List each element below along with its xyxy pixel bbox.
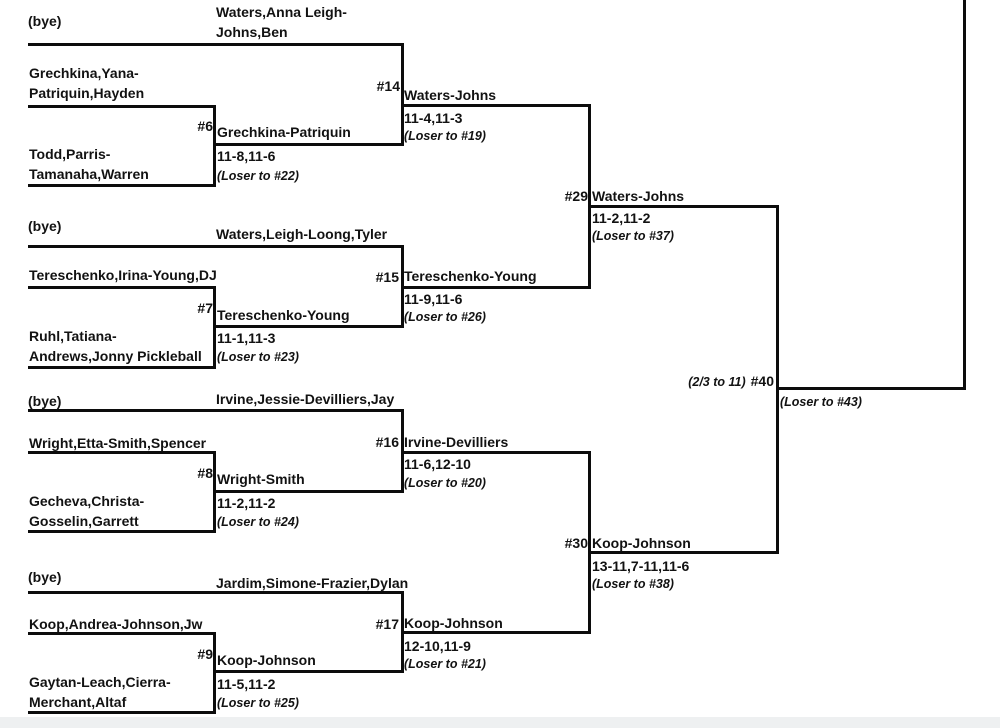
bracket-vline	[213, 286, 216, 369]
bracket-vline	[588, 451, 591, 634]
match-number: #16	[375, 434, 399, 450]
team-name: Merchant,Altaf	[29, 694, 127, 710]
team-name: Andrews,Jonny Pickleball	[29, 348, 202, 364]
bracket-vline	[963, 0, 966, 390]
loser-destination-note: (Loser to #22)	[217, 169, 299, 183]
loser-destination-note: (Loser to #23)	[217, 350, 299, 364]
team-name: Gosselin,Garrett	[29, 513, 139, 529]
bye-team-name: Irvine,Jessie-Devilliers,Jay	[216, 391, 395, 407]
match-winner-name: Grechkina-Patriquin	[217, 124, 351, 140]
match-score: 13-11,7-11,11-6	[592, 558, 690, 574]
match-number: #17	[375, 616, 399, 632]
match-score: 11-6,12-10	[404, 456, 471, 472]
team-name: Ruhl,Tatiana-	[29, 328, 117, 344]
team-name: Koop,Andrea-Johnson,Jw	[29, 616, 203, 632]
match-number: #15	[375, 269, 399, 285]
match-score: 11-2,11-2	[592, 210, 651, 226]
bracket-hline	[401, 451, 591, 454]
loser-destination-note: (Loser to #21)	[404, 657, 486, 671]
match-score: 11-2,11-2	[217, 495, 276, 511]
match-score: 11-5,11-2	[217, 676, 276, 692]
bracket-hline	[401, 631, 591, 634]
bracket-vline	[776, 205, 779, 554]
match-score: 11-8,11-6	[217, 148, 276, 164]
bracket-hline	[28, 184, 215, 187]
bracket-hline	[28, 530, 215, 533]
match-winner-name: Waters-Johns	[592, 188, 685, 204]
match-score: 11-9,11-6	[404, 291, 463, 307]
final-match-label: (2/3 to 11) #40	[688, 374, 774, 390]
match-number: #6	[197, 118, 213, 134]
bracket-hline	[213, 670, 404, 673]
bracket-vline	[213, 451, 216, 533]
bye-team-name: Waters,Leigh-Loong,Tyler	[216, 226, 388, 242]
bracket-hline	[213, 143, 404, 146]
bye-label: (bye)	[28, 393, 62, 409]
bracket-hline	[28, 366, 215, 369]
match-winner-name: Koop-Johnson	[404, 615, 503, 631]
bracket-vline	[213, 632, 216, 714]
bracket-vline	[401, 43, 404, 146]
bracket-hline	[401, 104, 591, 107]
team-name: Gecheva,Christa-	[29, 493, 145, 509]
match-score: 11-1,11-3	[217, 330, 276, 346]
bracket-hline	[28, 105, 215, 108]
loser-destination-note: (Loser to #20)	[404, 476, 486, 490]
bracket-hline	[588, 205, 778, 208]
match-number: #7	[197, 300, 213, 316]
match-number: #14	[376, 78, 400, 94]
loser-destination-note: (Loser to #19)	[404, 129, 486, 143]
bracket-hline	[28, 711, 215, 714]
match-winner-name: Koop-Johnson	[217, 652, 316, 668]
team-name: Todd,Parris-	[29, 146, 111, 162]
bracket-vline	[588, 104, 591, 289]
bracket-hline	[28, 245, 404, 248]
match-winner-name: Waters-Johns	[404, 87, 497, 103]
team-name: Tamanaha,Warren	[29, 166, 149, 182]
match-winner-name: Tereschenko-Young	[217, 307, 350, 323]
bracket-hline	[28, 632, 215, 635]
bye-label: (bye)	[28, 13, 62, 29]
bye-team-name: Waters,Anna Leigh-	[216, 4, 347, 20]
bracket-hline	[401, 286, 591, 289]
loser-destination-note: (Loser to #37)	[592, 229, 674, 243]
bracket-hline	[28, 591, 404, 594]
bracket-hline	[776, 387, 966, 390]
loser-destination-note: (Loser to #25)	[217, 696, 299, 710]
team-name: Tereschenko,Irina-Young,DJ	[29, 267, 217, 283]
match-winner-name: Irvine-Devilliers	[404, 434, 509, 450]
team-name: Wright,Etta-Smith,Spencer	[29, 435, 207, 451]
bye-label: (bye)	[28, 569, 62, 585]
match-score: 12-10,11-9	[404, 638, 471, 654]
bracket-hline	[588, 551, 778, 554]
loser-destination-note: (Loser to #24)	[217, 515, 299, 529]
bye-team-name: Jardim,Simone-Frazier,Dylan	[216, 575, 409, 591]
team-name: Gaytan-Leach,Cierra-	[29, 674, 171, 690]
match-number: #8	[197, 465, 213, 481]
final-format-note: (2/3 to 11)	[688, 375, 746, 389]
bracket-hline	[28, 286, 215, 289]
team-name: Grechkina,Yana-	[29, 65, 139, 81]
match-number: #40	[750, 373, 774, 389]
match-number: #29	[564, 188, 588, 204]
bracket-hline	[28, 451, 215, 454]
bye-team-name: Johns,Ben	[216, 24, 288, 40]
loser-destination-note: (Loser to #26)	[404, 310, 486, 324]
match-number: #9	[197, 646, 213, 662]
loser-destination-note: (Loser to #38)	[592, 577, 674, 591]
team-name: Patriquin,Hayden	[29, 85, 145, 101]
match-winner-name: Wright-Smith	[217, 471, 305, 487]
match-winner-name: Koop-Johnson	[592, 535, 691, 551]
bracket-hline	[213, 490, 404, 493]
page-bottom-strip	[0, 717, 1000, 728]
bracket-hline	[213, 325, 404, 328]
bye-label: (bye)	[28, 218, 62, 234]
match-score: 11-4,11-3	[404, 110, 463, 126]
match-winner-name: Tereschenko-Young	[404, 268, 537, 284]
bracket-hline	[28, 409, 404, 412]
loser-destination-note: (Loser to #43)	[780, 395, 862, 409]
match-number: #30	[564, 535, 588, 551]
bracket-hline	[28, 43, 404, 46]
bracket-vline	[213, 105, 216, 187]
